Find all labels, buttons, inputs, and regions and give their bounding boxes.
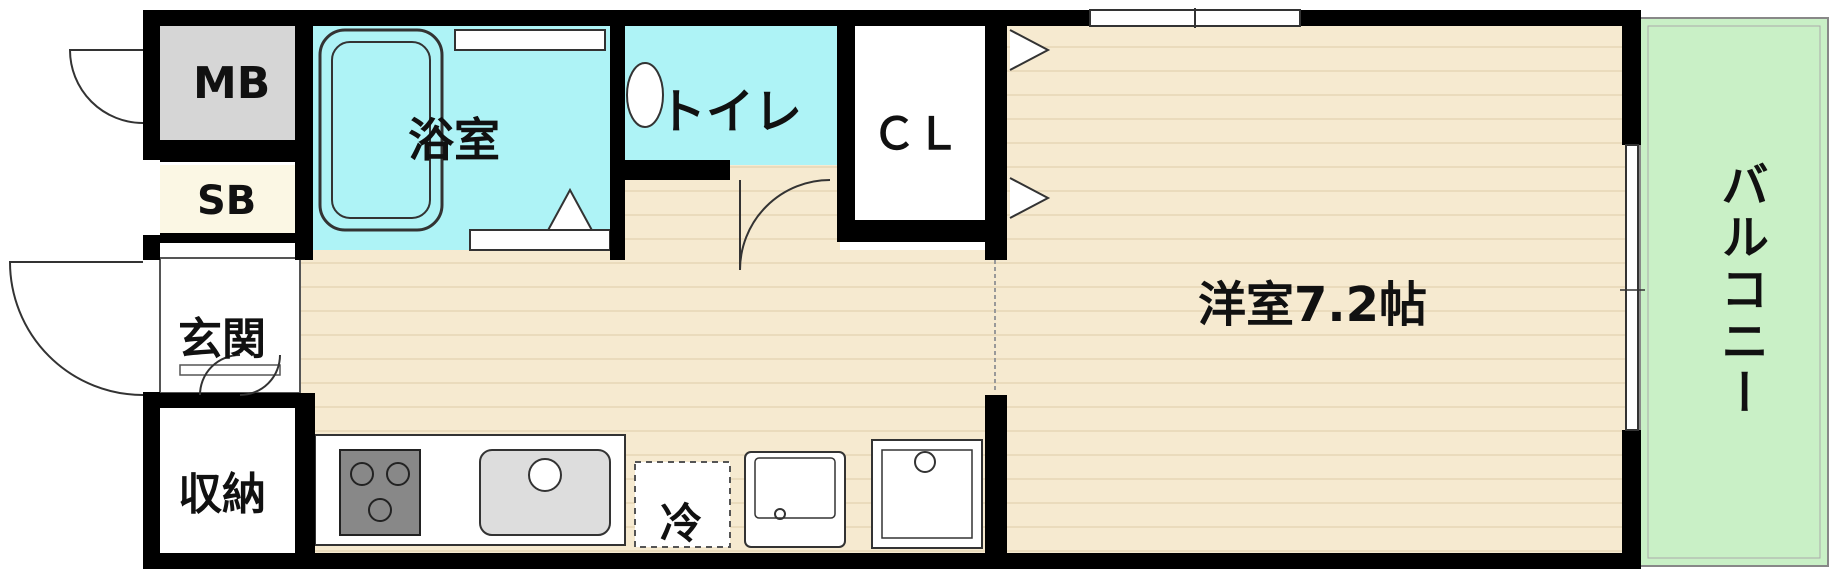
mb-label: MB — [193, 58, 271, 109]
balcony-area — [1639, 17, 1829, 567]
stove — [339, 449, 421, 536]
bathroom-label: 浴室 — [408, 113, 500, 167]
western-room-label: 洋室7.2帖 — [1198, 277, 1428, 333]
door-swings — [8, 49, 831, 396]
fridge-space — [634, 461, 731, 548]
sb-area — [160, 165, 295, 235]
sink — [479, 449, 611, 536]
closet-area — [855, 25, 990, 220]
washing-machine-pan — [871, 439, 983, 549]
storage-area — [160, 400, 300, 555]
balcony-label: バルコニー — [1712, 160, 1768, 420]
mb-area — [160, 25, 295, 140]
storage-label: 収納 — [178, 469, 266, 520]
sb-label: SB — [197, 178, 257, 224]
western-room-floor — [1005, 25, 1630, 555]
entrance-label: 玄関 — [178, 314, 266, 365]
closet-label: ＣＬ — [872, 109, 960, 160]
toilet-label: トイレ — [658, 84, 803, 140]
refrigerator-label: 冷 — [660, 499, 703, 548]
